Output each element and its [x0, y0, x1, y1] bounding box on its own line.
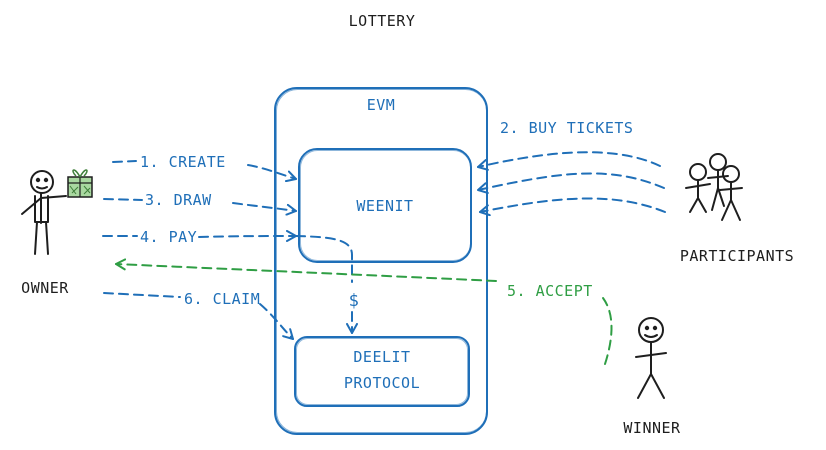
- step-create-label: 1. CREATE: [140, 153, 226, 171]
- arrow-draw: [103, 198, 297, 216]
- gift-icon: [67, 169, 93, 198]
- diagram-title: LOTTERY: [349, 12, 416, 30]
- winner-label: WINNER: [623, 419, 681, 437]
- arrow-accept: [115, 258, 613, 365]
- deelit-label-line1: DEELIT: [353, 348, 410, 366]
- arrow-claim: [103, 292, 294, 340]
- step-pay-label: 4. PAY: [140, 228, 197, 246]
- step-buy-tickets-label: 2. BUY TICKETS: [500, 119, 633, 137]
- payment-symbol: $: [349, 291, 360, 311]
- deelit-label-line2: PROTOCOL: [344, 374, 420, 392]
- step-claim-label: 6. CLAIM: [184, 290, 260, 308]
- participants-icon: [685, 153, 743, 221]
- participants-label: PARTICIPANTS: [680, 247, 794, 265]
- arrow-buy-tickets: [477, 151, 666, 217]
- evm-label: EVM: [367, 96, 396, 114]
- arrow-create: [112, 160, 297, 183]
- arrow-pay: [102, 230, 358, 334]
- weenit-label: WEENIT: [356, 197, 413, 215]
- owner-figure: [21, 170, 67, 255]
- deelit-protocol-box: [294, 336, 470, 407]
- step-accept-label: 5. ACCEPT: [507, 282, 593, 300]
- winner-figure: [635, 317, 667, 399]
- step-draw-label: 3. DRAW: [145, 191, 212, 209]
- owner-label: OWNER: [21, 279, 69, 297]
